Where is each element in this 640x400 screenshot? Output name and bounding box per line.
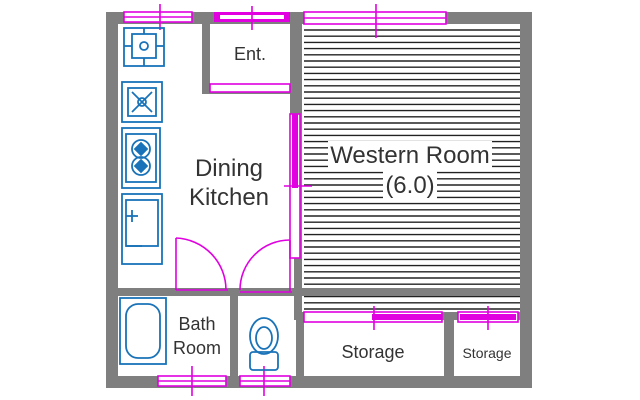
label-western-room: Western Room (6.0) (310, 141, 510, 201)
label-bath-room: Bath Room (164, 312, 230, 360)
windows (123, 4, 447, 396)
window-top-entrance (214, 6, 290, 30)
hinged-doors (175, 237, 292, 293)
sink-icon (121, 193, 163, 265)
label-western-room-line2: (6.0) (383, 171, 437, 201)
label-dining-kitchen: Dining Kitchen (168, 154, 290, 212)
entrance-door-frame (209, 83, 291, 93)
label-bath-room-line2: Room (172, 338, 221, 358)
bathtub-icon (119, 297, 167, 365)
refrigerator-icon (121, 81, 163, 123)
window-top-western (303, 4, 447, 38)
label-storage-large: Storage (341, 342, 405, 362)
label-dining-kitchen-line1: Dining (194, 155, 264, 182)
window-top-left (123, 4, 193, 30)
label-dining-kitchen-line2: Kitchen (188, 184, 270, 211)
toilet-door (239, 239, 292, 293)
sliding-door-western (284, 113, 312, 259)
sliding-doors (284, 113, 519, 330)
washing-machine-icon (123, 27, 165, 67)
window-bottom-toilet (239, 366, 291, 396)
sliding-door-storage (303, 306, 443, 330)
label-entrance: Ent. (233, 44, 267, 64)
stove-icon (121, 127, 161, 189)
label-storage-small: Storage (462, 345, 512, 361)
sliding-door-storage-small (457, 306, 519, 330)
label-western-room-line1: Western Room (328, 141, 492, 171)
window-bottom-bath (157, 366, 227, 396)
bath-door (175, 237, 228, 291)
toilet-icon (249, 317, 279, 371)
label-bath-room-line1: Bath (178, 314, 216, 334)
